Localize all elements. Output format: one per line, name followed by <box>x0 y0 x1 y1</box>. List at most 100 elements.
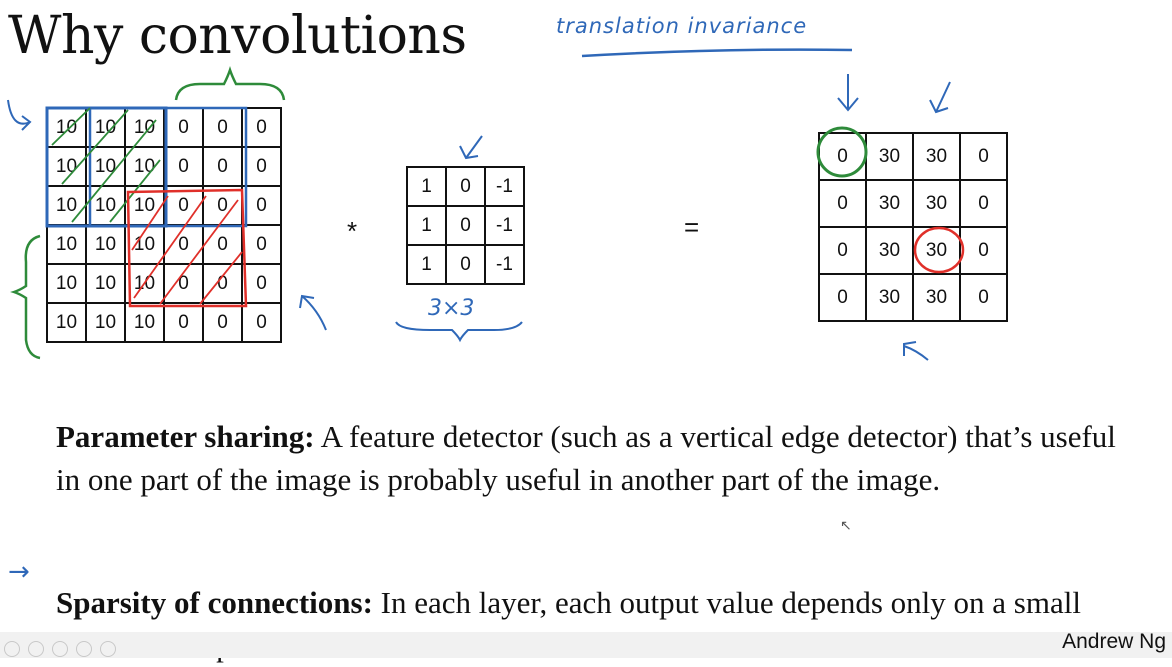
matrix-cell: -1 <box>484 205 525 246</box>
red-window-box <box>126 188 248 308</box>
matrix-cell: 0 <box>241 107 282 148</box>
matrix-cell: 1 <box>406 166 447 207</box>
matrix-cell: 0 <box>163 302 204 343</box>
point-term: Parameter sharing: <box>56 419 315 454</box>
matrix-cell: 0 <box>959 132 1008 181</box>
matrix-cell: 10 <box>46 224 87 265</box>
note-underline <box>581 48 853 58</box>
matrix-cell: 10 <box>124 224 165 265</box>
point-text: A feature detector (such as a vertical e… <box>56 419 1116 497</box>
matrix-cell: 10 <box>85 263 126 304</box>
matrix-cell: 0 <box>445 205 486 246</box>
matrix-cell: 0 <box>241 224 282 265</box>
matrix-cell: 0 <box>818 226 867 275</box>
arrow-bullet-icon: → <box>8 557 30 587</box>
matrix-cell: 30 <box>865 273 914 322</box>
green-left-brace-icon <box>10 234 41 360</box>
matrix-cell: 0 <box>202 263 243 304</box>
green-brace-icon <box>174 66 286 101</box>
zoom-icon[interactable] <box>76 641 92 657</box>
convolution-operator: * <box>347 216 358 246</box>
blue-arrow-icon <box>299 294 327 331</box>
slide-title: Why convolutions <box>8 6 467 66</box>
blue-hook-arrow-icon <box>7 99 32 131</box>
blue-window-box-second <box>88 106 248 228</box>
matrix-cell: 0 <box>445 166 486 207</box>
matrix-cell: 0 <box>959 179 1008 228</box>
blue-down-arrow-icon <box>837 74 859 112</box>
copy-icon[interactable] <box>52 641 68 657</box>
author-name: Andrew Ng <box>1062 630 1166 653</box>
handwritten-note: translation invariance <box>556 14 808 38</box>
matrix-cell: 0 <box>818 132 867 181</box>
matrix-cell: 10 <box>85 146 126 187</box>
matrix-cell: 0 <box>241 146 282 187</box>
matrix-cell: 0 <box>241 185 282 226</box>
matrix-cell: 0 <box>818 179 867 228</box>
matrix-cell: 10 <box>85 185 126 226</box>
play-icon[interactable] <box>4 641 20 657</box>
filter-size-note: 3×3 <box>428 296 475 321</box>
green-circle-highlight <box>816 126 868 178</box>
matrix-cell: 30 <box>865 226 914 275</box>
matrix-cell: 0 <box>445 244 486 285</box>
matrix-cell: 0 <box>202 146 243 187</box>
blue-down-arrow-icon <box>459 135 483 160</box>
matrix-cell: 30 <box>912 179 961 228</box>
matrix-cell: 1 <box>406 205 447 246</box>
matrix-cell: 10 <box>124 302 165 343</box>
pen-icon[interactable] <box>28 641 44 657</box>
video-control-bar <box>0 632 1172 658</box>
matrix-cell: -1 <box>484 166 525 207</box>
blue-up-arrow-icon <box>903 341 929 361</box>
equals-operator: = <box>684 212 700 242</box>
matrix-cell: 1 <box>406 244 447 285</box>
matrix-cell: 0 <box>163 146 204 187</box>
matrix-cell: 10 <box>46 263 87 304</box>
matrix-cell: 30 <box>865 179 914 228</box>
matrix-cell: 10 <box>124 146 165 187</box>
green-hatching <box>51 107 161 223</box>
point-term: Sparsity of connections: <box>56 585 373 620</box>
matrix-cell: 0 <box>241 263 282 304</box>
matrix-cell: 10 <box>85 107 126 148</box>
matrix-cell: 30 <box>912 132 961 181</box>
blue-down-arrow-icon <box>929 81 951 114</box>
matrix-cell: 0 <box>163 263 204 304</box>
matrix-cell: 10 <box>46 302 87 343</box>
blue-brace-icon <box>395 321 523 343</box>
blue-window-box <box>45 106 168 228</box>
matrix-cell: 30 <box>912 273 961 322</box>
matrix-cell: 0 <box>959 226 1008 275</box>
matrix-cell: 0 <box>241 302 282 343</box>
point-parameter-sharing: Parameter sharing: A feature detector (s… <box>56 415 1116 501</box>
matrix-cell: -1 <box>484 244 525 285</box>
red-circle-highlight <box>913 226 965 274</box>
matrix-cell: 0 <box>818 273 867 322</box>
matrix-cell: 30 <box>865 132 914 181</box>
mouse-cursor-icon: ↖ <box>840 519 852 534</box>
matrix-cell: 0 <box>959 273 1008 322</box>
matrix-cell: 10 <box>85 302 126 343</box>
matrix-cell: 30 <box>912 226 961 275</box>
matrix-cell: 0 <box>163 224 204 265</box>
red-hatching <box>131 195 243 305</box>
more-icon[interactable] <box>100 641 116 657</box>
matrix-cell: 0 <box>163 107 204 148</box>
matrix-cell: 0 <box>202 302 243 343</box>
